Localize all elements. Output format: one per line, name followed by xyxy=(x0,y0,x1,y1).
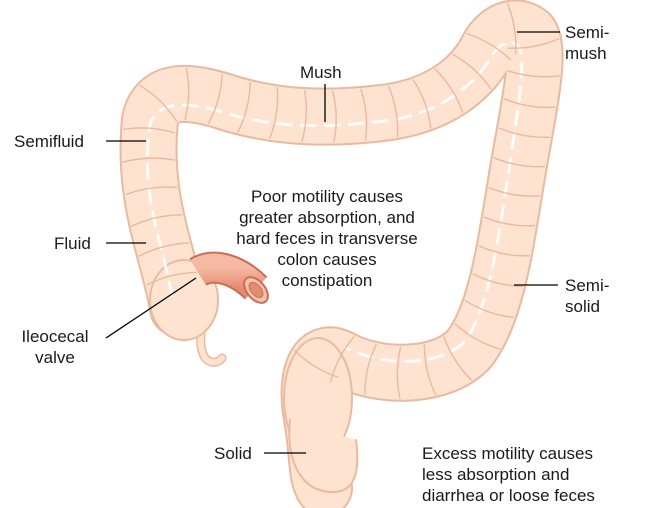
label-semi-mush: Semi- mush xyxy=(565,22,609,64)
note-poor-motility: Poor motility causes greater absorption,… xyxy=(222,186,432,291)
label-mush: Mush xyxy=(300,62,342,83)
note-excess-motility: Excess motility causes less absorption a… xyxy=(422,443,595,506)
note-poor-motility-line: hard feces in transverse xyxy=(222,228,432,249)
label-solid: Solid xyxy=(214,443,252,464)
note-excess-motility-line: Excess motility causes xyxy=(422,443,595,464)
label-semifluid: Semifluid xyxy=(14,131,84,152)
note-poor-motility-line: colon causes xyxy=(222,249,432,270)
note-excess-motility-line: diarrhea or loose feces xyxy=(422,485,595,506)
label-ileocecal-line1: Ileocecal xyxy=(10,326,100,347)
label-fluid: Fluid xyxy=(54,233,91,254)
label-semi-mush-line1: Semi- xyxy=(565,22,609,43)
label-ileocecal-valve: Ileocecal valve xyxy=(10,326,100,368)
label-semi-solid-line1: Semi- xyxy=(565,275,609,296)
label-semi-mush-line2: mush xyxy=(565,43,609,64)
note-poor-motility-line: Poor motility causes xyxy=(222,186,432,207)
note-excess-motility-line: less absorption and xyxy=(422,464,595,485)
note-poor-motility-line: greater absorption, and xyxy=(222,207,432,228)
label-semi-solid: Semi- solid xyxy=(565,275,609,317)
note-poor-motility-line: constipation xyxy=(222,270,432,291)
label-ileocecal-line2: valve xyxy=(10,347,100,368)
label-semi-solid-line2: solid xyxy=(565,296,609,317)
